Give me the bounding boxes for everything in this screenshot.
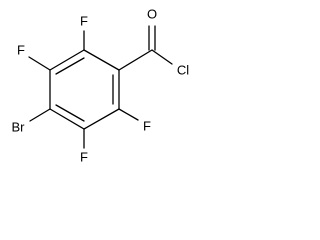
bond-carbonyl-cl [151, 49, 173, 65]
ring-bond-c3-c4 [83, 108, 120, 130]
ring-bond-c6-c1 [49, 49, 85, 71]
atom-label-br: Br [12, 119, 26, 134]
atom-label-f-upper-left: F [17, 42, 25, 57]
atom-label-cl: Cl [177, 62, 189, 77]
ring-double-bond-c6-c1 [55, 57, 85, 75]
bond-c3-f [118, 108, 139, 121]
ring-bond-c4-c5 [49, 108, 85, 130]
ring-double-bond-c4-c5 [55, 104, 85, 122]
benzene-ring [49, 49, 120, 130]
structure-canvas: F F Br F F O Cl [0, 0, 198, 178]
bond-c2-carbonyl [118, 49, 153, 71]
atom-label-f-lower-left: F [80, 149, 88, 164]
atom-label-f-top: F [80, 13, 88, 28]
atom-label-f-right: F [143, 118, 151, 133]
bond-c5-br [29, 108, 51, 122]
atom-label-o: O [147, 6, 157, 21]
ring-bond-c1-c2 [83, 49, 120, 71]
bond-c6-f [28, 56, 51, 71]
chemical-structure: F F Br F F O Cl [12, 6, 190, 164]
